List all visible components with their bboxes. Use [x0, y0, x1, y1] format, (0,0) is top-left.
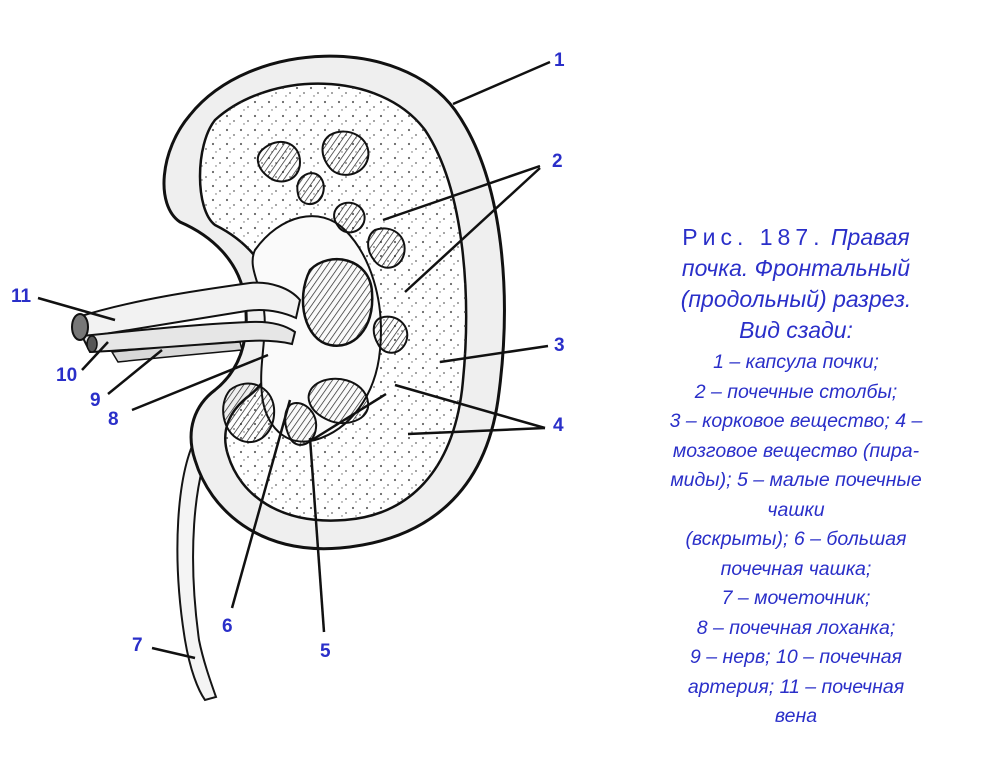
label-8: 8: [108, 409, 119, 430]
renal-vein-shape: [73, 281, 302, 340]
legend-line: артерия; 11 – почечная: [687, 675, 905, 698]
legend-line: мозговое вещество (пира-: [672, 439, 920, 462]
label-9: 9: [90, 390, 101, 411]
leader-line-8: [131, 353, 269, 412]
legend-line: чашки: [767, 498, 825, 521]
legend-line: 3 – корковое вещество; 4 –: [669, 410, 923, 432]
legend-line: (вскрыты); 6 – большая: [685, 528, 907, 550]
leader-line-4a: [394, 383, 546, 430]
legend-line: вена: [774, 705, 818, 727]
calyx-shape: [222, 382, 276, 443]
ureter-shape: [176, 428, 218, 702]
leader-line-1: [452, 60, 551, 106]
leader-line-2a: [382, 164, 541, 222]
figure-title-line: почка. Фронтальный: [681, 255, 911, 281]
nerve-shape: [110, 341, 243, 363]
legend-line: миды); 5 – малые почечные: [670, 469, 922, 491]
legend-line: 2 – почечные столбы;: [694, 380, 898, 403]
figure-title-line: Вид сзади:: [739, 317, 853, 343]
leader-line-10: [81, 341, 109, 371]
label-11: 11: [11, 286, 32, 307]
calyx-shape: [321, 130, 370, 176]
label-6: 6: [222, 616, 233, 637]
label-10: 10: [56, 365, 78, 386]
label-3: 3: [554, 335, 565, 356]
leader-line-2b: [404, 167, 541, 293]
label-5: 5: [320, 641, 331, 662]
legend-line: 1 – капсула почки;: [713, 351, 879, 373]
label-2: 2: [552, 151, 563, 172]
leader-line-11: [37, 296, 116, 322]
leader-line-6: [230, 399, 292, 609]
figure-title-line: Правая: [830, 224, 910, 250]
legend-line: 8 – почечная лоханка;: [696, 616, 896, 639]
figure-title: Рис. 187. Правая почка. Фронтальный (про…: [610, 222, 982, 346]
leader-line-3: [439, 344, 549, 364]
label-7: 7: [132, 635, 143, 656]
legend-line: почечная чашка;: [720, 557, 872, 580]
leader-line-5b: [311, 392, 387, 442]
figure-title-line: (продольный) разрез.: [680, 286, 912, 312]
figure-caption: Рис. 187. Правая почка. Фронтальный (про…: [610, 222, 982, 732]
leader-line-4b: [407, 426, 546, 436]
calyx-shape: [333, 201, 366, 234]
figure-number: Рис. 187.: [682, 224, 825, 250]
label-4: 4: [553, 415, 564, 436]
legend-line: 7 – мочеточник;: [721, 587, 871, 609]
calyx-shape: [301, 257, 374, 347]
vessel-lumen: [71, 313, 89, 341]
calyx-shape: [296, 172, 325, 205]
leader-line-7: [151, 646, 196, 660]
leader-line-5: [308, 437, 326, 633]
leader-line-9: [107, 349, 163, 395]
calyx-shape: [307, 377, 370, 425]
vessel-lumen: [86, 335, 98, 353]
calyx-shape: [256, 141, 302, 183]
calyx-shape: [372, 315, 409, 354]
calyx-shape: [367, 227, 406, 269]
legend-line: 9 – нерв; 10 – почечная: [690, 646, 902, 668]
label-1: 1: [554, 50, 565, 71]
figure-legend: 1 – капсула почки; 2 – почечные столбы; …: [610, 348, 982, 732]
